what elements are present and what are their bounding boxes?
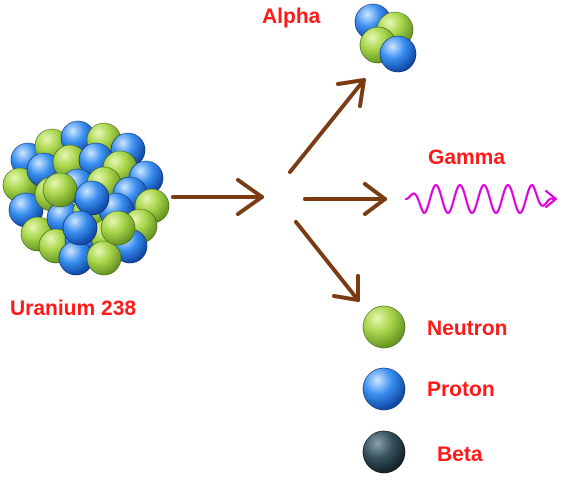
nucleus-proton [74,180,110,216]
neutron-label: Neutron [427,317,508,340]
proton-icon [362,367,406,411]
neutron-icon [362,305,406,349]
nucleus-neutron [42,172,78,208]
nucleus-neutron [100,210,136,246]
uranium-nucleus [2,120,170,276]
alpha-proton [379,35,417,73]
alpha-label: Alpha [262,5,321,28]
gamma-arrow [303,182,387,216]
beta-arrow [294,220,360,302]
alpha-arrow [288,78,366,174]
proton-label: Proton [427,378,495,401]
decay-arrow [171,178,264,216]
beta-icon [362,430,406,474]
alpha-particle [354,3,417,73]
gamma-label: Gamma [428,146,506,169]
nucleus-neutron [86,240,122,276]
gamma-wave [404,183,558,215]
beta-label: Beta [437,443,483,466]
uranium-label: Uranium 238 [10,297,137,320]
nucleus-proton [62,210,98,246]
